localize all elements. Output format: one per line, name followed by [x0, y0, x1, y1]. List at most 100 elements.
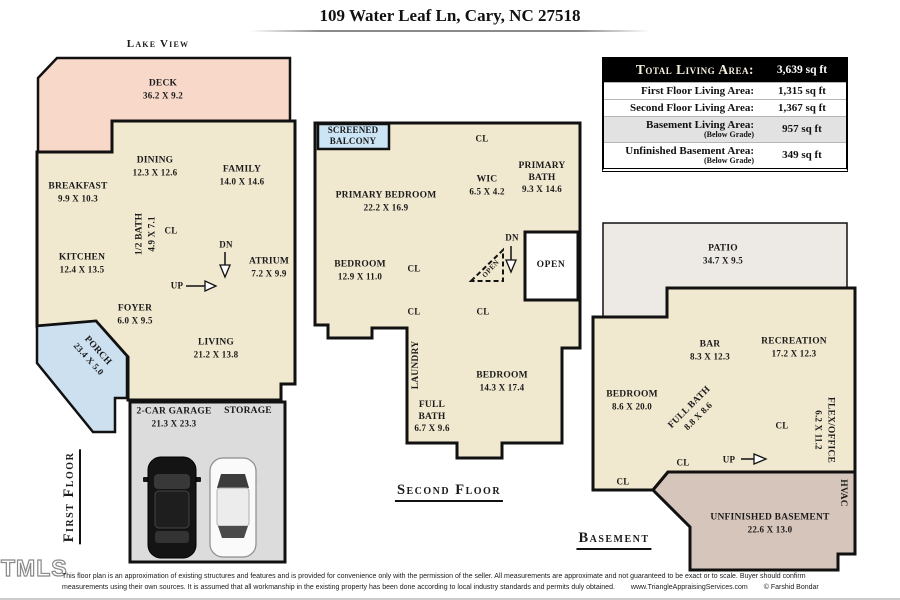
room-name: 1/2 BATH — [134, 212, 145, 256]
room-label-foyer: FOYER 6.0 X 9.5 — [117, 304, 152, 327]
black-car — [143, 456, 201, 559]
room-label-recreation: RECREATION 17.2 X 12.3 — [761, 337, 827, 360]
total-living-area-label: Total Living Area: — [635, 62, 754, 77]
room-dims: 21.3 X 23.3 — [151, 418, 197, 429]
second-floor-area-label: Second Floor Living Area: — [630, 101, 754, 114]
room-dims: 12.3 X 12.6 — [132, 167, 178, 178]
below-grade-note: (Below Grade) — [704, 130, 754, 140]
room-label-laundry: LAUNDRY — [411, 340, 422, 390]
room-name: LIVING — [197, 337, 235, 348]
second-floor-dn-arrow — [505, 246, 517, 274]
table-row: Basement Living Area: (Below Grade) 957 … — [604, 116, 846, 142]
room-dims: 14.3 X 17.4 — [479, 382, 525, 393]
room-dims: 14.0 X 14.6 — [219, 176, 265, 187]
room-dims: 8.6 X 20.0 — [611, 401, 652, 412]
room-name: BREAKFAST — [48, 181, 108, 192]
basement-title: Basement — [576, 530, 652, 550]
closet-label: CL — [775, 420, 789, 431]
room-label-hvac: HVAC — [837, 479, 848, 507]
balcony-line1: SCREENED — [327, 125, 379, 136]
room-label-atrium: ATRIUM 7.2 X 9.9 — [249, 257, 289, 280]
closet-label: CL — [676, 457, 690, 468]
stair-up-label: UP — [170, 280, 184, 291]
porch-shape — [35, 319, 129, 434]
title-divider — [250, 30, 650, 32]
room-label-storage: STORAGE — [224, 406, 272, 417]
room-name: FLEX/OFFICE — [825, 396, 836, 464]
room-dims: 6.5 X 4.2 — [469, 186, 505, 197]
table-header-row: Total Living Area: 3,639 sq ft — [604, 59, 846, 82]
open-box-label: OPEN — [536, 260, 566, 271]
copyright-notice: © Farshid Bondar — [763, 584, 819, 591]
room-label-full-bath: FULL BATH 6.7 X 9.6 — [414, 400, 450, 434]
room-dims: 22.6 X 13.0 — [747, 524, 793, 535]
total-living-area-value: 3,639 sq ft — [776, 64, 828, 77]
room-dims: 34.7 X 9.5 — [703, 255, 743, 266]
room-dims: 12.9 X 11.0 — [337, 271, 383, 282]
room-dims: 9.3 X 14.6 — [522, 184, 562, 195]
first-floor-area-label: First Floor Living Area: — [641, 84, 754, 97]
room-name: BAR — [699, 339, 721, 350]
second-floor-title: Second Floor — [394, 482, 504, 502]
unfinished-area-value: 349 sq ft — [782, 149, 822, 162]
second-floor-outline — [313, 121, 582, 460]
room-label-wic: WIC 6.5 X 4.2 — [469, 175, 504, 198]
room-dims: 6.2 X 11.2 — [813, 410, 824, 450]
room-name: FOYER — [117, 303, 153, 314]
room-name: PRIMARY BATH — [518, 160, 566, 183]
room-name: BEDROOM — [606, 389, 658, 400]
appraiser-website: www.TriangleAppraisingServices.com — [630, 584, 748, 591]
room-label-family: FAMILY 14.0 X 14.6 — [220, 165, 265, 188]
room-dims: 6.7 X 9.6 — [414, 423, 450, 434]
room-dims: 8.3 X 12.3 — [690, 351, 730, 362]
tmls-logo: TMLS — [0, 554, 68, 581]
balcony-line2: BALCONY — [329, 136, 377, 146]
table-row: Second Floor Living Area: 1,367 sq ft — [604, 98, 846, 116]
room-name: KITCHEN — [58, 252, 106, 263]
below-grade-note: (Below Grade) — [704, 156, 754, 166]
room-dims: 9.9 X 10.3 — [57, 193, 98, 204]
stair-dn-label: DN — [505, 232, 519, 243]
room-name: BEDROOM — [476, 370, 528, 381]
disclaimer-line2: measurements using their own sources. It… — [62, 583, 862, 593]
room-name: RECREATION — [761, 336, 827, 347]
room-label-unfinished-basement: UNFINISHED BASEMENT 22.6 X 13.0 — [710, 513, 829, 536]
bottom-edge-line — [0, 598, 900, 600]
room-label-kitchen: KITCHEN 12.4 X 13.5 — [59, 253, 105, 276]
room-label-patio: PATIO 34.7 X 9.5 — [703, 244, 743, 267]
room-label-deck: DECK 36.2 X 9.2 — [143, 79, 183, 102]
room-dims: 21.2 X 13.8 — [193, 349, 239, 360]
room-name: UNFINISHED BASEMENT — [710, 512, 830, 523]
room-dims: 36.2 X 9.2 — [143, 90, 183, 101]
room-label-primary-bath: PRIMARY BATH 9.3 X 14.6 — [514, 161, 570, 195]
disclaimer-line2-text: measurements using their own sources. It… — [62, 584, 615, 591]
room-dims: 7.2 X 9.9 — [251, 268, 287, 279]
screened-balcony-shape — [316, 122, 391, 151]
closet-label: CL — [407, 306, 421, 317]
room-label-garage: 2-CAR GARAGE 21.3 X 23.3 — [137, 407, 212, 430]
room-name: BEDROOM — [334, 259, 386, 270]
room-dims: 4.9 X 7.1 — [146, 216, 157, 252]
room-dims: 22.2 X 16.9 — [363, 202, 409, 213]
unfinished-basement-shape — [650, 470, 857, 572]
white-car — [205, 457, 261, 558]
table-row: Unfinished Basement Area: (Below Grade) … — [604, 141, 846, 168]
first-floor-area-value: 1,315 sq ft — [778, 84, 826, 97]
living-area-table: Total Living Area: 3,639 sq ft First Flo… — [602, 57, 848, 172]
room-label-basement-bedroom: BEDROOM 8.6 X 20.0 — [606, 390, 658, 413]
open-stair-triangle — [468, 247, 504, 282]
room-name: WIC — [476, 174, 498, 185]
basement-area-label: Basement Living Area: (Below Grade) — [604, 119, 762, 140]
room-label-bar: BAR 8.3 X 12.3 — [690, 340, 730, 363]
closet-label: CL — [476, 306, 490, 317]
stair-dn-label: DN — [219, 239, 233, 250]
unfinished-area-label: Unfinished Basement Area: (Below Grade) — [604, 145, 762, 166]
open-to-below-box — [523, 230, 580, 302]
closet-label: CL — [616, 476, 630, 487]
room-name: DECK — [148, 78, 178, 89]
first-floor-up-arrow — [186, 279, 218, 293]
first-floor-title: First Floor — [61, 449, 81, 545]
basement-area-value: 957 sq ft — [782, 123, 822, 136]
